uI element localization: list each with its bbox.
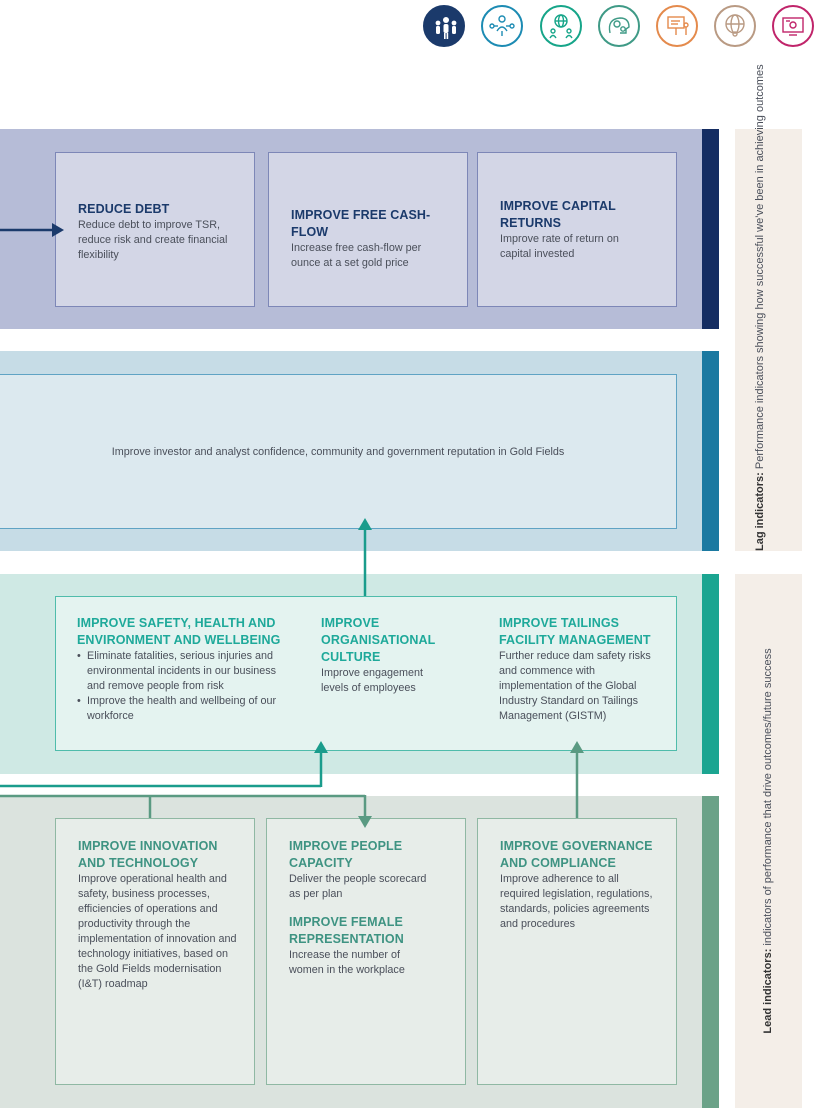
reputation-box: Improve investor and analyst confidence,…	[0, 374, 677, 529]
safety-bullets: Eliminate fatalities, serious injuries a…	[77, 649, 287, 724]
globe-person-icon	[714, 5, 756, 47]
lead-indicators-panel	[735, 574, 802, 1108]
innovation-title: IMPROVE INNOVATION AND TECHNOLOGY	[78, 839, 218, 870]
female-representation-title: IMPROVE FEMALE REPRESENTATION	[289, 915, 404, 946]
operational-stripe	[702, 574, 719, 774]
connector-lines	[0, 223, 584, 828]
people-capacity-title: IMPROVE PEOPLE CAPACITY	[289, 839, 403, 870]
innovation-text: Improve operational health and safety, b…	[78, 873, 237, 990]
governance-text: Improve adherence to all required legisl…	[500, 873, 653, 930]
enablers-to-culture-arrow	[0, 741, 328, 788]
globe-people-icon	[540, 5, 582, 47]
culture-title: IMPROVE ORGANISATIONAL CULTURE	[321, 616, 436, 664]
capital-returns-text: Improve rate of return on capital invest…	[500, 233, 619, 260]
safety-bullet-2: Improve the health and wellbeing of our …	[77, 694, 287, 724]
governance-title: IMPROVE GOVERNANCE AND COMPLIANCE	[500, 839, 653, 870]
safety-title: IMPROVE SAFETY, HEALTH AND ENVIRONMENT A…	[77, 616, 281, 647]
reduce-debt-box: REDUCE DEBT Reduce debt to improve TSR, …	[55, 152, 255, 307]
culture-to-reputation-arrow	[358, 518, 372, 596]
tailings-block: IMPROVE TAILINGS FACILITY MANAGEMENT Fur…	[499, 615, 659, 724]
free-cash-flow-box: IMPROVE FREE CASH-FLOW Increase free cas…	[268, 152, 468, 307]
governance-box: IMPROVE GOVERNANCE AND COMPLIANCE Improv…	[477, 818, 677, 1085]
lag-indicators-label: Lag indicators: Performance indicators s…	[754, 64, 784, 551]
enablers-to-people-arrow	[0, 794, 372, 828]
lead-label-text: indicators of performance that drive out…	[762, 648, 774, 949]
network-people-icon	[481, 5, 523, 47]
reduce-debt-arrow	[0, 223, 64, 237]
innovation-box: IMPROVE INNOVATION AND TECHNOLOGY Improv…	[55, 818, 255, 1085]
governance-to-tailings-arrow	[570, 741, 584, 818]
enablers-stripe	[702, 796, 719, 1108]
people-capacity-text: Deliver the people scorecard as per plan	[289, 873, 427, 900]
reduce-debt-text: Reduce debt to improve TSR, reduce risk …	[78, 219, 228, 261]
reputation-stripe	[702, 351, 719, 551]
free-cash-flow-text: Increase free cash-flow per ounce at a s…	[291, 242, 422, 269]
capital-returns-title: IMPROVE CAPITAL RETURNS	[500, 199, 616, 230]
reputation-text: Improve investor and analyst confidence,…	[111, 446, 565, 458]
people-box: IMPROVE PEOPLE CAPACITY Deliver the peop…	[266, 818, 466, 1085]
culture-text: Improve engagement levels of employees	[321, 667, 424, 694]
financial-stripe	[702, 129, 719, 329]
female-representation-text: Increase the number of women in the work…	[289, 949, 405, 976]
capital-returns-box: IMPROVE CAPITAL RETURNS Improve rate of …	[477, 152, 677, 307]
lag-label-bold: Lag indicators:	[754, 472, 766, 551]
tailings-title: IMPROVE TAILINGS FACILITY MANAGEMENT	[499, 616, 651, 647]
safety-bullet-1: Eliminate fatalities, serious injuries a…	[77, 649, 287, 694]
presentation-icon	[656, 5, 698, 47]
lag-label-text: Performance indicators showing how succe…	[754, 64, 766, 473]
people-group-icon	[423, 5, 465, 47]
reduce-debt-title: REDUCE DEBT	[78, 202, 170, 216]
gears-head-icon	[598, 5, 640, 47]
free-cash-flow-title: IMPROVE FREE CASH-FLOW	[291, 208, 431, 239]
culture-block: IMPROVE ORGANISATIONAL CULTURE Improve e…	[321, 615, 451, 696]
computer-settings-icon	[772, 5, 814, 47]
lead-label-bold: Lead indicators:	[762, 948, 774, 1034]
safety-block: IMPROVE SAFETY, HEALTH AND ENVIRONMENT A…	[77, 615, 287, 724]
lag-indicators-panel	[735, 129, 802, 551]
tailings-text: Further reduce dam safety risks and comm…	[499, 650, 651, 722]
lead-indicators-label: Lead indicators: indicators of performan…	[762, 574, 776, 1108]
